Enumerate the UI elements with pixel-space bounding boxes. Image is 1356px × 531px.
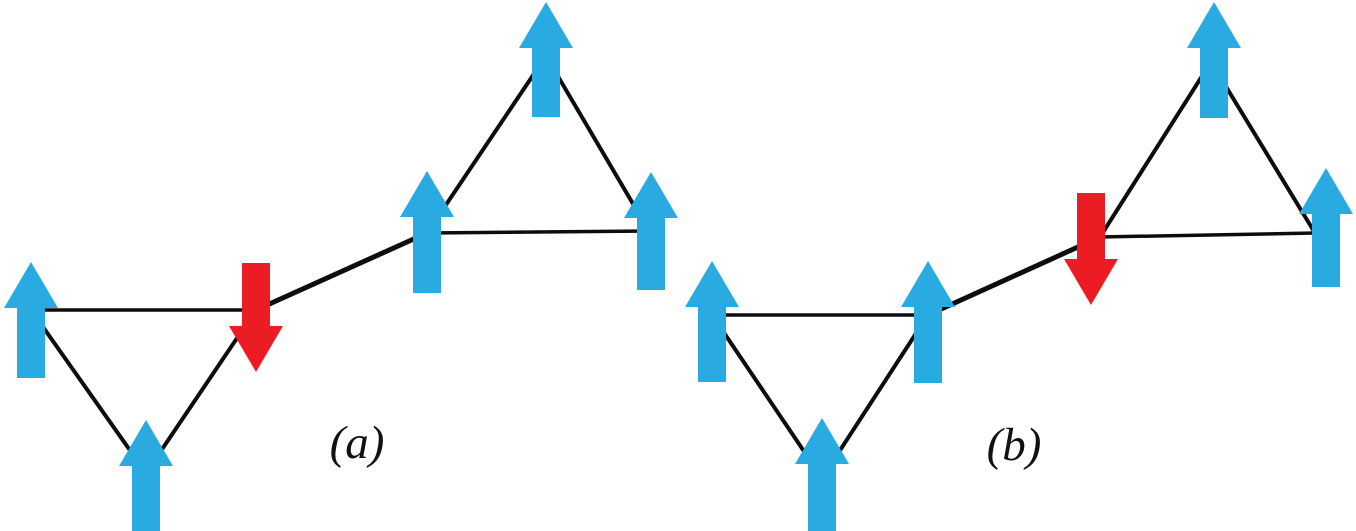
spin-up-arrow: [685, 261, 739, 382]
spin-up-arrow: [624, 172, 678, 290]
spin-up-arrow: [901, 261, 955, 383]
spin-up-arrow: [400, 171, 454, 293]
spin-up-arrow: [1187, 2, 1241, 118]
lattice-draw-layer: [4, 2, 1353, 531]
lattice-bond: [925, 234, 1103, 318]
spin-down-arrow: [229, 263, 283, 372]
spin-up-arrow: [1299, 168, 1353, 287]
spin-up-arrow: [119, 420, 173, 531]
spin-down-arrow: [1064, 193, 1118, 305]
lattice-bond: [425, 229, 651, 235]
lattice-bond: [29, 308, 148, 475]
spin-up-arrow: [519, 2, 573, 117]
spin-up-arrow: [4, 262, 58, 378]
panel-b-label: (b): [987, 419, 1042, 471]
lattice-bond: [1098, 231, 1317, 239]
panel-a-label: (a): [330, 417, 385, 469]
lattice-bond: [253, 230, 430, 313]
lattice-bond: [1209, 60, 1317, 235]
lattice-bond: [425, 54, 548, 235]
lattice-bond: [544, 54, 651, 233]
lattice-bond: [1098, 60, 1213, 239]
spin-up-arrow: [795, 418, 849, 531]
